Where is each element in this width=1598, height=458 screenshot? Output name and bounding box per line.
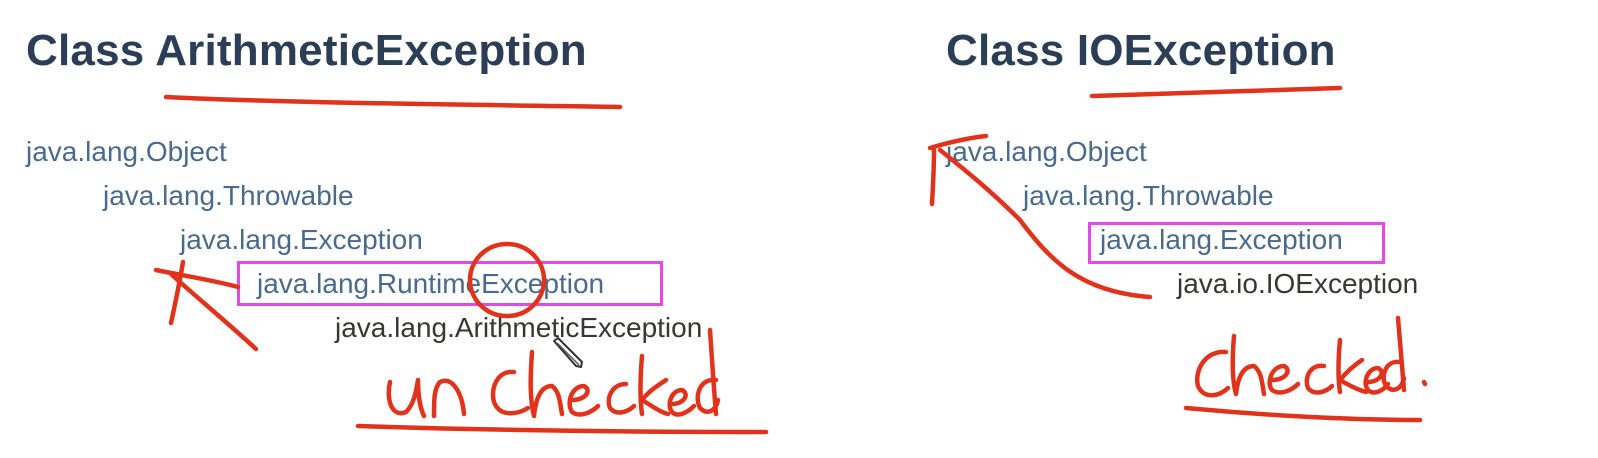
left-tree-current-class: java.lang.ArithmeticException	[335, 312, 703, 343]
right-class-panel: Class IOException java.lang.Object java.…	[920, 0, 1598, 458]
pencil-cursor-icon	[553, 337, 583, 368]
runtimeexception-highlight-box	[237, 261, 663, 306]
left-tree-object-link[interactable]: java.lang.Object	[26, 136, 227, 167]
right-arrow-icon	[937, 147, 1153, 300]
right-tree-object-link[interactable]: java.lang.Object	[946, 136, 1147, 167]
left-class-title: Class ArithmeticException	[26, 26, 587, 75]
left-tree-throwable-link[interactable]: java.lang.Throwable	[103, 180, 354, 211]
handwritten-checked-label	[1183, 315, 1428, 423]
circle-mark	[467, 241, 547, 319]
right-title-underline	[1089, 85, 1343, 99]
right-tree-exception-link[interactable]: java.lang.Exception	[1100, 224, 1343, 255]
left-title-underline	[163, 94, 623, 110]
left-tree-exception-link[interactable]: java.lang.Exception	[180, 224, 423, 255]
left-arrow-icon	[169, 272, 259, 352]
right-class-title: Class IOException	[946, 26, 1336, 75]
exception-highlight-box	[1088, 222, 1385, 264]
left-class-panel: Class ArithmeticException java.lang.Obje…	[26, 26, 703, 343]
handwritten-unchecked-label	[355, 327, 769, 435]
right-tree-current-class: java.io.IOException	[1177, 268, 1419, 299]
right-tree-throwable-link[interactable]: java.lang.Throwable	[1023, 180, 1274, 211]
left-tree-runtimeexception-link[interactable]: java.lang.RuntimeException	[257, 268, 605, 299]
